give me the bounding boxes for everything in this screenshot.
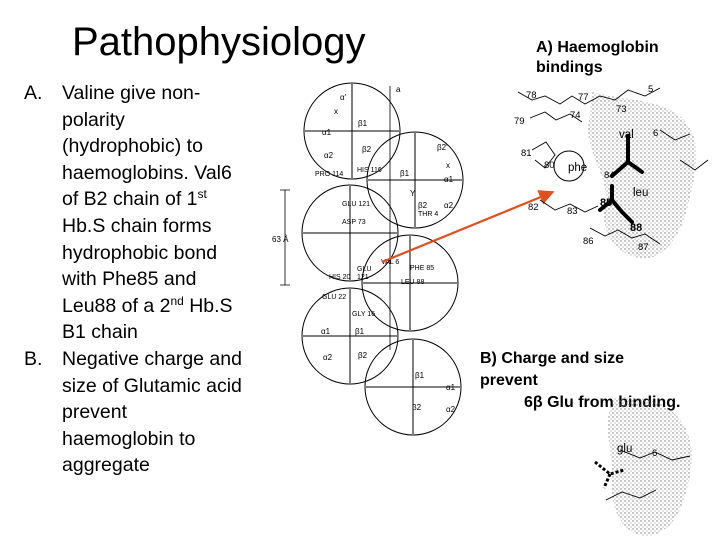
svg-text:73: 73 [616,104,627,115]
glu-surface [607,397,692,536]
tetramer-circle-5 [301,287,399,385]
label-val6: VAL 6 [381,259,399,266]
label-y: Y [410,189,416,198]
label-pro114: PRO 114 [315,171,343,178]
bullet-marker: B. [24,347,43,370]
label-a2-mid: α2 [444,201,454,210]
svg-text:80: 80 [544,160,555,171]
label-his116: HIS 116 [357,167,382,174]
bullet-text: Valine give non- polarity (hydrophobic) … [62,82,233,344]
label-glu22: GLU 22 [322,294,346,301]
bullet-list: A. Valine give non- polarity (hydrophobi… [24,80,274,479]
residue-labels-a: 78 77 5 73 79 74 val 6 81 80 phe 84 leu … [514,84,658,253]
label-a1-right: α1 [446,383,456,392]
bullet-marker: A. [24,82,43,104]
label-a2-top: α2 [324,151,334,160]
pocket-surface [588,92,697,259]
label-b2-bot: β2 [358,351,368,360]
cross-lines-6 [366,340,460,434]
label-beta1-mid: β1 [400,169,410,178]
label-121: 121 [357,274,369,281]
glu-sidechain [594,460,625,489]
bullet-text: Negative charge and size of Glutamic aci… [62,347,242,477]
label-b1-right: β1 [415,371,425,380]
label-a1-top: α1 [322,128,332,137]
label-x2: x [446,161,450,170]
label-b1-top: β1 [358,119,368,128]
label-glu121: GLU 121 [342,201,370,208]
tetramer-diagram [280,82,464,436]
label-x1: x [334,107,338,116]
svg-text:88: 88 [630,222,642,234]
cross-lines-5 [303,289,397,383]
hydrophobic-sidechains [598,134,644,224]
cross-lines-1 [305,84,399,178]
svg-text:6: 6 [653,128,658,139]
glu-backbone [605,449,691,501]
label-b2-prime: β2' [437,143,448,152]
panel-a-title: A) Haemoglobin bindings [536,39,659,76]
svg-text:86: 86 [583,236,594,247]
backbone-chain [517,87,709,245]
phe-ring [553,150,585,182]
cross-lines-3 [303,186,397,280]
bullet-a: A. Valine give non- polarity (hydrophobi… [24,80,274,346]
svg-text:79: 79 [514,116,525,127]
svg-text:74: 74 [570,110,581,121]
label-a2-bot: α2 [323,353,333,362]
slide-title: Pathophysiology [72,20,366,64]
tetramer-circle-2 [366,131,464,229]
val6-binding-arrow [381,190,555,264]
svg-text:leu: leu [633,187,648,199]
label-a1-mid: α1 [444,175,454,184]
distance-bracket [280,189,290,286]
svg-text:5: 5 [648,84,653,95]
svg-text:87: 87 [638,242,649,253]
label-b2-right: β2 [412,403,422,412]
label-glu: GLU [357,266,371,273]
svg-text:85: 85 [600,197,612,209]
tetramer-circle-6 [364,338,462,436]
tetramer-labels: a α' x α1 β1 β2 α2 PRO 114 HIS 116 β2' x… [272,85,456,414]
label-a1-low: α1 [321,327,331,336]
label-phe85: PHE 85 [410,265,434,272]
label-thr4: THR 4 [418,211,438,218]
glu-position: 6 [652,448,657,459]
svg-text:77: 77 [578,92,589,103]
svg-text:84: 84 [604,170,615,181]
svg-text:78: 78 [526,90,537,101]
label-a2-right: α2 [446,405,456,414]
glu-label: glu [617,443,632,455]
svg-text:val: val [619,129,634,141]
svg-text:82: 82 [528,202,539,213]
label-b2-mid: β2 [418,201,428,210]
label-distance: 63 Å [272,235,289,244]
label-leu88: LEU 88 [401,279,424,286]
label-his20: HIS 20 [329,274,351,281]
svg-text:81: 81 [521,148,532,159]
svg-text:83: 83 [567,206,578,217]
label-gly16: GLY 16 [352,311,375,318]
cross-lines-2 [368,133,462,227]
binding-pocket-diagram: 78 77 5 73 79 74 val 6 81 80 phe 84 leu … [514,84,709,259]
tetramer-circle-1 [303,82,401,180]
tetramer-circle-3 [301,184,399,282]
label-b2-top: β2 [362,145,372,154]
label-a: a [396,85,401,94]
label-alpha-prime: α' [340,93,347,102]
label-b1-low: β1 [355,327,365,336]
label-asp73: ASP 73 [342,219,366,226]
bullet-b: B. Negative charge and size of Glutamic … [24,346,274,479]
tetramer-circle-4 [361,234,459,332]
svg-text:phe: phe [568,162,587,174]
glu-diagram: glu 6 [594,397,692,536]
